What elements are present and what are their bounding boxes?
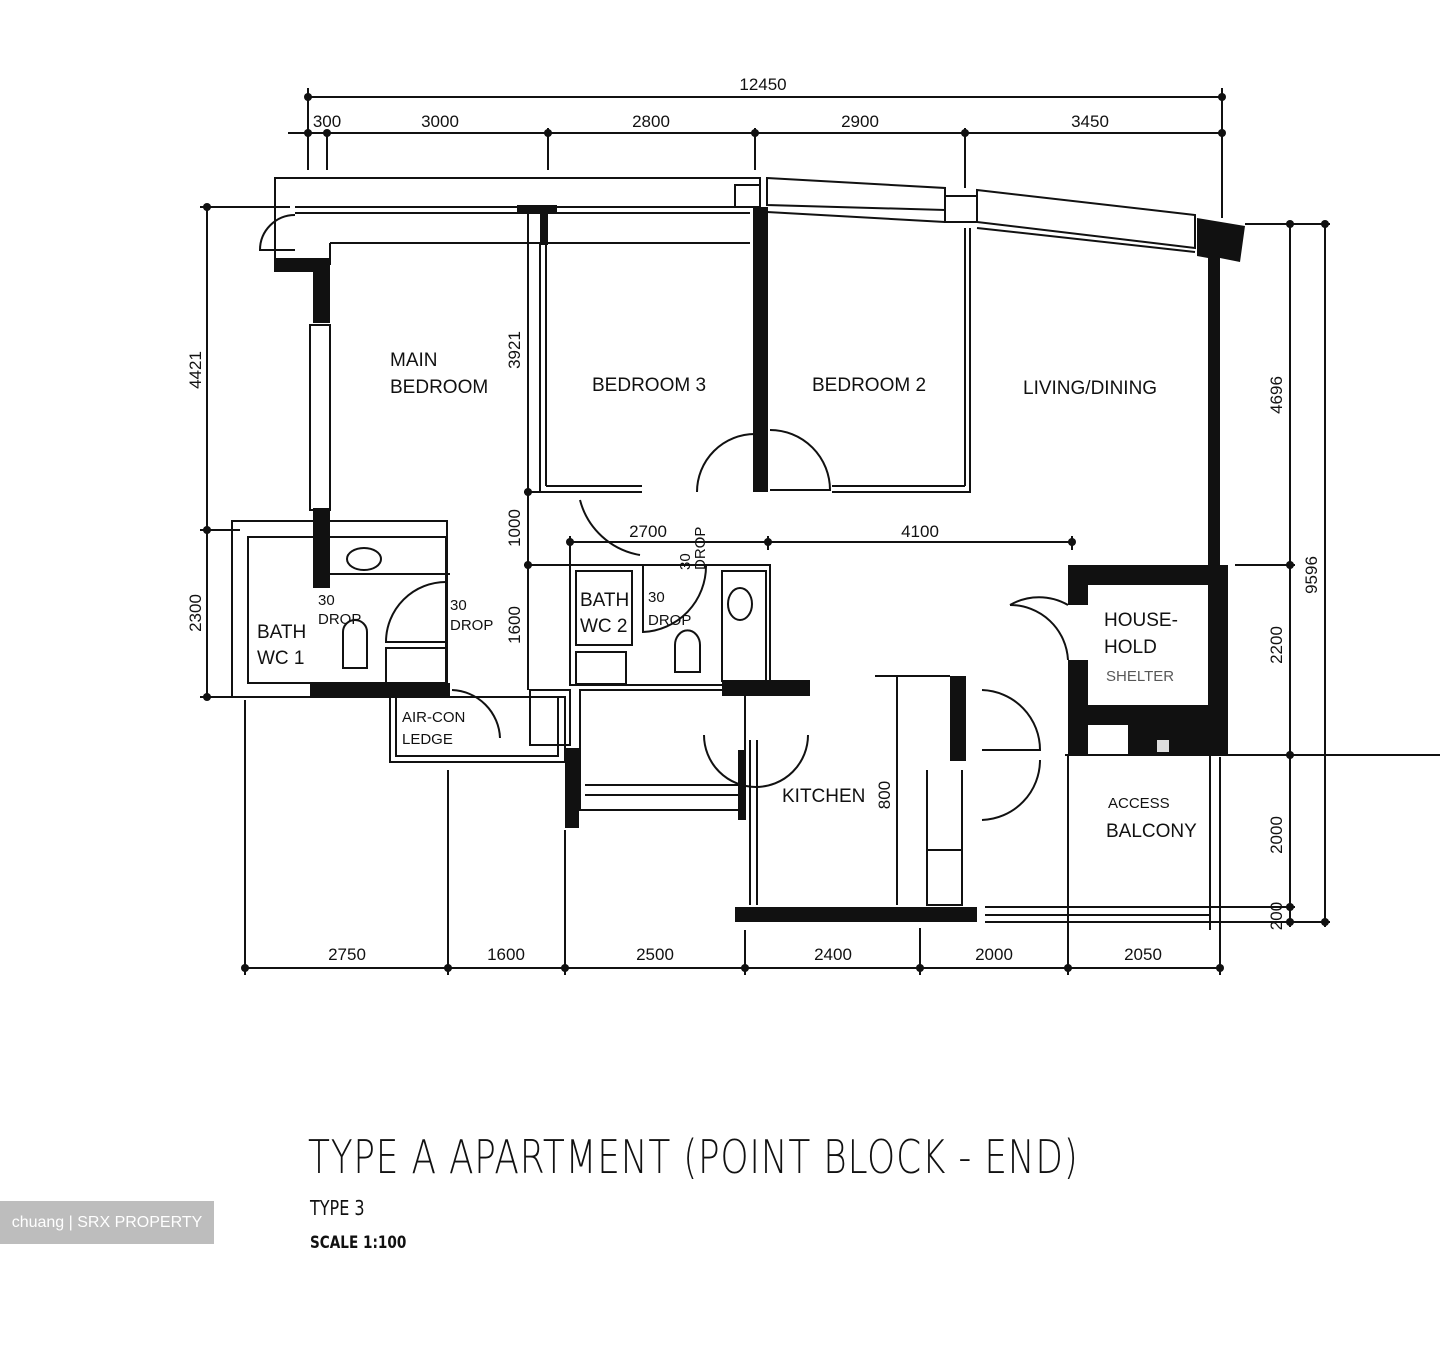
svg-text:12450: 12450	[739, 75, 786, 94]
svg-text:4696: 4696	[1267, 376, 1286, 414]
svg-text:200: 200	[1267, 902, 1286, 930]
plan-type: TYPE 3	[310, 1196, 365, 1220]
svg-text:9596: 9596	[1302, 556, 1321, 594]
watermark: chuang | SRX PROPERTY	[0, 1201, 214, 1244]
bedroom-2-label: BEDROOM 2	[812, 375, 926, 396]
svg-text:1600: 1600	[505, 606, 524, 644]
svg-text:LEDGE: LEDGE	[402, 731, 453, 748]
svg-text:2700: 2700	[629, 522, 667, 541]
aircon-ledge-label: AIR-CON	[402, 709, 465, 726]
dimension-labels: 12450 300 3000 2800 2900 3450 2750 1600 …	[186, 75, 1321, 964]
thin-walls	[231, 176, 1211, 930]
svg-text:DROP: DROP	[692, 527, 709, 570]
svg-text:BEDROOM: BEDROOM	[390, 377, 488, 398]
svg-text:4421: 4421	[186, 351, 205, 389]
svg-text:2500: 2500	[636, 945, 674, 964]
svg-text:DROP: DROP	[648, 612, 691, 629]
svg-text:30: 30	[450, 597, 467, 614]
bath-wc-1-label: BATH	[257, 622, 306, 643]
svg-text:800: 800	[875, 781, 894, 809]
svg-text:DROP: DROP	[318, 611, 361, 628]
main-bedroom-label: MAIN	[390, 350, 438, 371]
svg-text:30: 30	[648, 589, 665, 606]
svg-text:2400: 2400	[814, 945, 852, 964]
plan-title: TYPE A APARTMENT (POINT BLOCK - END)	[308, 1130, 1079, 1184]
svg-text:HOLD: HOLD	[1104, 637, 1157, 658]
svg-text:2000: 2000	[975, 945, 1013, 964]
bedroom-3-label: BEDROOM 3	[592, 375, 706, 396]
svg-text:2750: 2750	[328, 945, 366, 964]
svg-text:DROP: DROP	[450, 617, 493, 634]
kitchen-label: KITCHEN	[782, 786, 865, 807]
svg-text:2050: 2050	[1124, 945, 1162, 964]
svg-text:4100: 4100	[901, 522, 939, 541]
room-labels: MAIN BEDROOM BEDROOM 3 BEDROOM 2 LIVING/…	[257, 350, 1197, 842]
living-dining-label: LIVING/DINING	[1023, 378, 1157, 399]
thick-walls	[274, 205, 1245, 922]
drop-annotations: 30 DROP 30 DROP 30 DROP 30 DROP	[318, 527, 709, 634]
svg-text:1600: 1600	[487, 945, 525, 964]
svg-text:3000: 3000	[421, 112, 459, 131]
household-shelter-label: HOUSE-	[1104, 610, 1178, 631]
svg-text:2300: 2300	[186, 594, 205, 632]
svg-text:2800: 2800	[632, 112, 670, 131]
svg-text:3450: 3450	[1071, 112, 1109, 131]
svg-text:1000: 1000	[505, 509, 524, 547]
dimension-lines	[200, 88, 1440, 975]
door-swings	[258, 214, 1069, 821]
dimension-ticks	[203, 93, 1329, 972]
svg-text:300: 300	[313, 112, 341, 131]
svg-text:30: 30	[318, 592, 335, 609]
access-balcony-label: ACCESS	[1108, 795, 1170, 812]
plan-scale: SCALE 1:100	[310, 1233, 407, 1253]
svg-text:SHELTER: SHELTER	[1106, 668, 1174, 685]
svg-text:30: 30	[677, 553, 694, 570]
svg-text:2900: 2900	[841, 112, 879, 131]
bath-wc-2-label: BATH	[580, 590, 629, 611]
svg-text:2200: 2200	[1267, 626, 1286, 664]
svg-text:2000: 2000	[1267, 816, 1286, 854]
svg-text:BALCONY: BALCONY	[1106, 821, 1197, 842]
svg-text:WC 1: WC 1	[257, 648, 305, 669]
svg-text:3921: 3921	[505, 331, 524, 369]
svg-text:WC 2: WC 2	[580, 616, 628, 637]
